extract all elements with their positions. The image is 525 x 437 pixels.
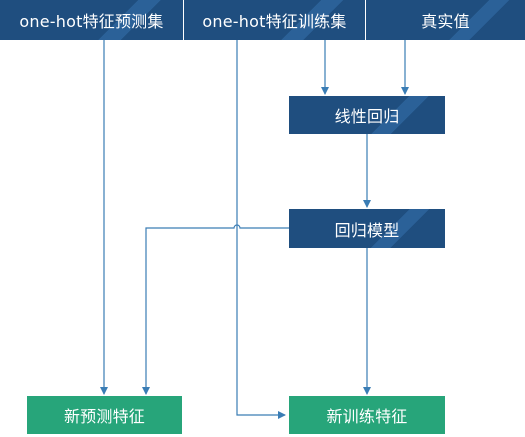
node-regression-model-label: 回归模型	[334, 220, 400, 240]
node-true-value-label: 真实值	[421, 12, 470, 31]
edge-regression-model-to-new-predict-feature	[142, 224, 289, 395]
node-one-hot-train-set-label: one-hot特征训练集	[202, 12, 347, 31]
node-true-value: 真实值	[366, 0, 525, 40]
node-linear-regression: 线性回归	[289, 96, 445, 134]
node-new-train-feature-label: 新训练特征	[326, 407, 408, 426]
edge-train-set-to-new-train-feature	[236, 40, 286, 419]
node-new-predict-feature-label: 新预测特征	[63, 407, 145, 426]
node-new-predict-feature: 新预测特征	[27, 396, 182, 434]
node-linear-regression-label: 线性回归	[334, 107, 400, 126]
node-one-hot-predict-set-label: one-hot特征预测集	[19, 12, 164, 31]
node-one-hot-train-set: one-hot特征训练集	[184, 0, 366, 40]
node-regression-model: 回归模型	[289, 209, 445, 248]
node-new-train-feature: 新训练特征	[289, 396, 445, 434]
node-one-hot-predict-set: one-hot特征预测集	[0, 0, 184, 40]
